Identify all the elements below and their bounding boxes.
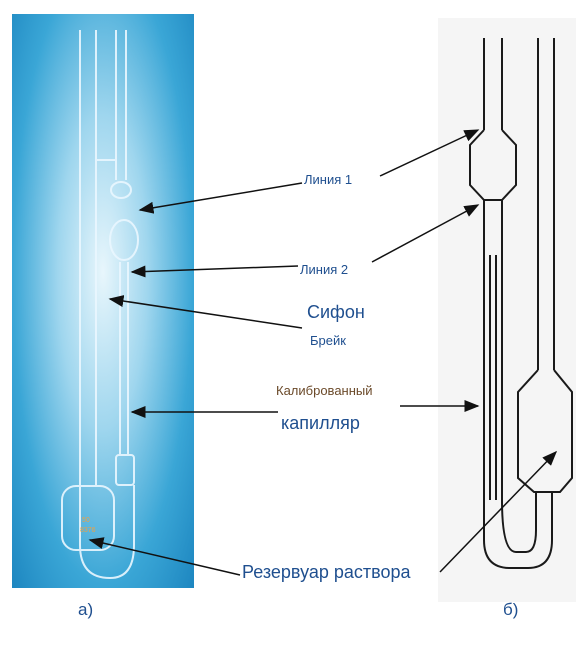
arrow-reservoir-left bbox=[88, 537, 241, 576]
arrow-siphon bbox=[108, 295, 303, 329]
label-reservoir: Резервуар раствора bbox=[242, 562, 411, 582]
label-capillary: капилляр bbox=[281, 413, 360, 433]
pointer-arrows bbox=[88, 129, 558, 576]
arrow-line2-left bbox=[130, 265, 299, 278]
arrow-line2-right bbox=[371, 204, 480, 263]
viscometer-photo bbox=[12, 14, 194, 588]
panel-label-a: а) bbox=[78, 600, 94, 619]
svg-text:8376: 8376 bbox=[80, 527, 96, 534]
panel-label-b: б) bbox=[503, 600, 519, 619]
arrow-line1-right bbox=[379, 129, 480, 177]
photo-reservoir-marks: 50 8376 bbox=[80, 517, 96, 534]
label-siphon: Сифон bbox=[307, 302, 365, 322]
sketch-viscometer-lines bbox=[469, 38, 573, 569]
svg-text:50: 50 bbox=[82, 517, 90, 524]
photo-viscometer-glass bbox=[61, 30, 139, 580]
label-line-2: Линия 2 bbox=[300, 262, 349, 277]
label-calibrated: Калиброванный bbox=[276, 383, 373, 398]
arrow-line1-left bbox=[138, 182, 303, 214]
label-line-1: Линия 1 bbox=[304, 172, 353, 187]
arrow-reservoir-right bbox=[439, 450, 558, 573]
label-siphon-break: Брейк bbox=[310, 333, 346, 348]
